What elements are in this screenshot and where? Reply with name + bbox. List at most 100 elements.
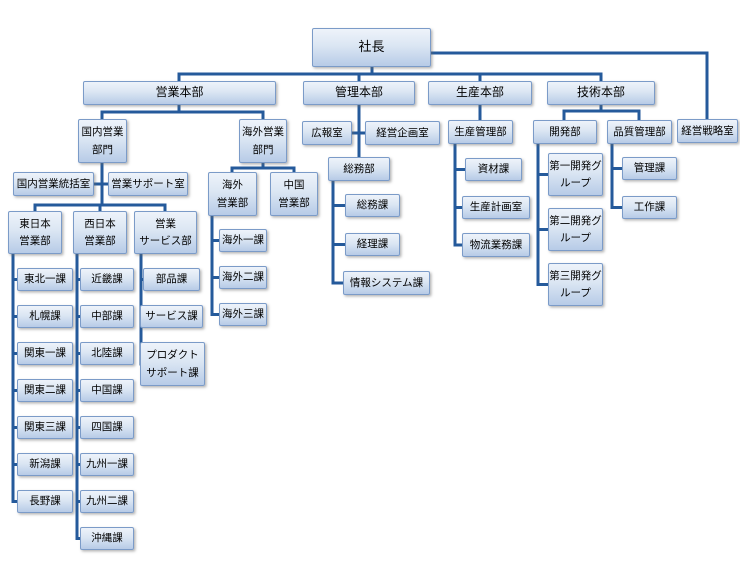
org-node-tohoku-1-ka[interactable]: 東北一課 [17, 268, 73, 291]
org-node-label: プロダクト [146, 348, 199, 361]
org-node-label: 海外三課 [222, 308, 264, 321]
org-node-kaihatsu-bu[interactable]: 開発部 [533, 120, 597, 144]
org-node-label: 情報システム課 [349, 276, 424, 289]
org-node-shacho[interactable]: 社長 [312, 28, 431, 67]
org-node-label: 開発部 [549, 125, 581, 138]
org-node-label: 広報室 [311, 126, 343, 139]
org-node-eigyo-honbu[interactable]: 営業本部 [83, 81, 276, 105]
org-node-eigyo-service-bu[interactable]: 営業サービス部 [134, 211, 197, 254]
org-node-label: 生産本部 [455, 85, 504, 100]
org-node-chugoku-eigyobu[interactable]: 中国営業部 [270, 172, 318, 216]
org-node-label: 関東三課 [24, 421, 66, 434]
org-node-label: サービス課 [145, 310, 198, 323]
org-node-seisan-kanri-bu[interactable]: 生産管理部 [448, 120, 513, 144]
org-node-kyushu-1-ka[interactable]: 九州一課 [80, 453, 134, 476]
org-node-label: 営業本部 [155, 85, 204, 100]
org-node-dai-2-kaihatsu-group[interactable]: 第二開発グループ [548, 208, 603, 251]
org-node-label: 営業部 [216, 196, 249, 209]
org-node-label: 東北一課 [24, 273, 66, 286]
org-node-label: 海外二課 [222, 271, 264, 284]
org-node-service-ka[interactable]: サービス課 [140, 305, 203, 328]
org-node-kanto-2-ka[interactable]: 関東二課 [17, 379, 73, 402]
org-node-okinawa-ka[interactable]: 沖縄課 [80, 527, 134, 550]
org-node-gijutsu-honbu[interactable]: 技術本部 [547, 81, 655, 105]
org-node-label: 海外一課 [222, 234, 264, 247]
org-node-nagano-ka[interactable]: 長野課 [17, 490, 73, 513]
org-node-shikoku-ka[interactable]: 四国課 [80, 416, 134, 439]
org-node-hokuriku-ka[interactable]: 北陸課 [80, 342, 134, 365]
org-node-label: 国内営業統括室 [16, 177, 91, 190]
org-node-kokunai-eigyo-tokatsu-shitsu[interactable]: 国内営業統括室 [13, 172, 94, 196]
org-node-keiri-ka[interactable]: 経理課 [345, 233, 400, 256]
org-node-kanri-ka[interactable]: 管理課 [622, 157, 677, 180]
org-node-label: 営業部 [84, 235, 116, 248]
org-node-somu-ka[interactable]: 総務課 [345, 194, 400, 217]
org-node-label: 近畿課 [91, 273, 123, 286]
org-node-kaigai-eigyo-bumon[interactable]: 海外営業部門 [239, 119, 287, 163]
org-node-label: 関東一課 [24, 347, 66, 360]
org-node-kaigai-2-ka[interactable]: 海外二課 [219, 266, 267, 289]
org-node-label: ループ [560, 232, 591, 245]
org-node-kaigai-3-ka[interactable]: 海外三課 [219, 303, 267, 326]
org-node-label: 中国 [283, 178, 305, 191]
org-node-label: 九州一課 [86, 458, 128, 471]
org-node-label: 中国課 [91, 384, 123, 397]
org-node-label: サービス部 [139, 235, 192, 248]
org-node-dai-3-kaihatsu-group[interactable]: 第三開発グループ [548, 263, 603, 306]
org-node-kanto-3-ka[interactable]: 関東三課 [17, 416, 73, 439]
org-node-label: 部門 [252, 143, 274, 156]
org-node-seisan-honbu[interactable]: 生産本部 [428, 81, 532, 105]
org-node-kokunai-eigyo-bumon[interactable]: 国内営業部門 [78, 119, 127, 163]
org-node-label: 生産計画室 [469, 201, 523, 214]
connector-line [429, 51, 709, 121]
org-node-label: 技術本部 [576, 85, 625, 100]
org-node-label: 九州二課 [86, 495, 128, 508]
org-node-label: 品質管理部 [613, 125, 666, 138]
org-node-product-support-ka[interactable]: プロダクトサポート課 [140, 342, 205, 386]
org-node-butsuryu-gyomu-ka[interactable]: 物流業務課 [462, 233, 530, 257]
org-node-hinshitsu-kanri-bu[interactable]: 品質管理部 [607, 120, 672, 144]
org-node-somu-bu[interactable]: 総務部 [328, 157, 390, 181]
org-node-label: 営業サポート室 [111, 177, 185, 190]
org-node-dai-1-kaihatsu-group[interactable]: 第一開発グループ [548, 153, 603, 196]
org-node-label: 海外 [222, 178, 243, 191]
org-node-label: 管理課 [633, 162, 666, 175]
org-node-higashi-nihon-eigyobu[interactable]: 東日本営業部 [8, 211, 62, 254]
org-node-label: 社長 [358, 39, 385, 55]
org-node-label: 物流業務課 [469, 238, 523, 251]
org-node-koho-shitsu[interactable]: 広報室 [302, 121, 352, 145]
org-node-label: 管理本部 [334, 85, 383, 100]
org-node-eigyo-support-shitsu[interactable]: 営業サポート室 [108, 172, 188, 196]
org-node-shizai-ka[interactable]: 資材課 [465, 158, 522, 181]
org-node-keiei-senryaku-shitsu[interactable]: 経営戦略室 [677, 119, 738, 143]
org-node-label: 長野課 [29, 495, 61, 508]
org-node-label: 海外営業 [242, 125, 284, 138]
org-node-kanri-honbu[interactable]: 管理本部 [303, 81, 415, 105]
org-node-label: 四国課 [91, 421, 123, 434]
org-node-label: 総務部 [343, 162, 375, 175]
org-node-label: 新潟課 [29, 458, 61, 471]
org-node-label: 北陸課 [91, 347, 123, 360]
org-node-label: 東日本 [19, 217, 51, 230]
org-node-joho-system-ka[interactable]: 情報システム課 [343, 271, 430, 295]
org-node-label: サポート課 [146, 366, 199, 379]
org-node-sapporo-ka[interactable]: 札幌課 [17, 305, 73, 328]
org-node-nishi-nihon-eigyobu[interactable]: 西日本営業部 [73, 211, 127, 254]
org-node-kyushu-2-ka[interactable]: 九州二課 [80, 490, 134, 513]
org-node-label: 第一開発グ [549, 159, 602, 172]
org-node-label: 資材課 [477, 163, 510, 176]
org-node-buhin-ka[interactable]: 部品課 [143, 268, 200, 291]
org-node-chubu-ka[interactable]: 中部課 [80, 305, 134, 328]
org-node-keiei-kikaku-shitsu[interactable]: 経営企画室 [365, 121, 440, 145]
org-node-kinki-ka[interactable]: 近畿課 [80, 268, 134, 291]
org-node-niigata-ka[interactable]: 新潟課 [17, 453, 73, 476]
org-node-kaigai-1-ka[interactable]: 海外一課 [219, 229, 267, 252]
org-node-kanto-1-ka[interactable]: 関東一課 [17, 342, 73, 365]
org-node-chugoku-ka[interactable]: 中国課 [80, 379, 134, 402]
org-node-kaigai-eigyobu[interactable]: 海外営業部 [208, 172, 257, 216]
org-node-kosaku-ka[interactable]: 工作課 [622, 196, 677, 219]
org-node-label: 札幌課 [29, 310, 61, 323]
org-node-seisan-keikaku-shitsu[interactable]: 生産計画室 [462, 196, 530, 219]
